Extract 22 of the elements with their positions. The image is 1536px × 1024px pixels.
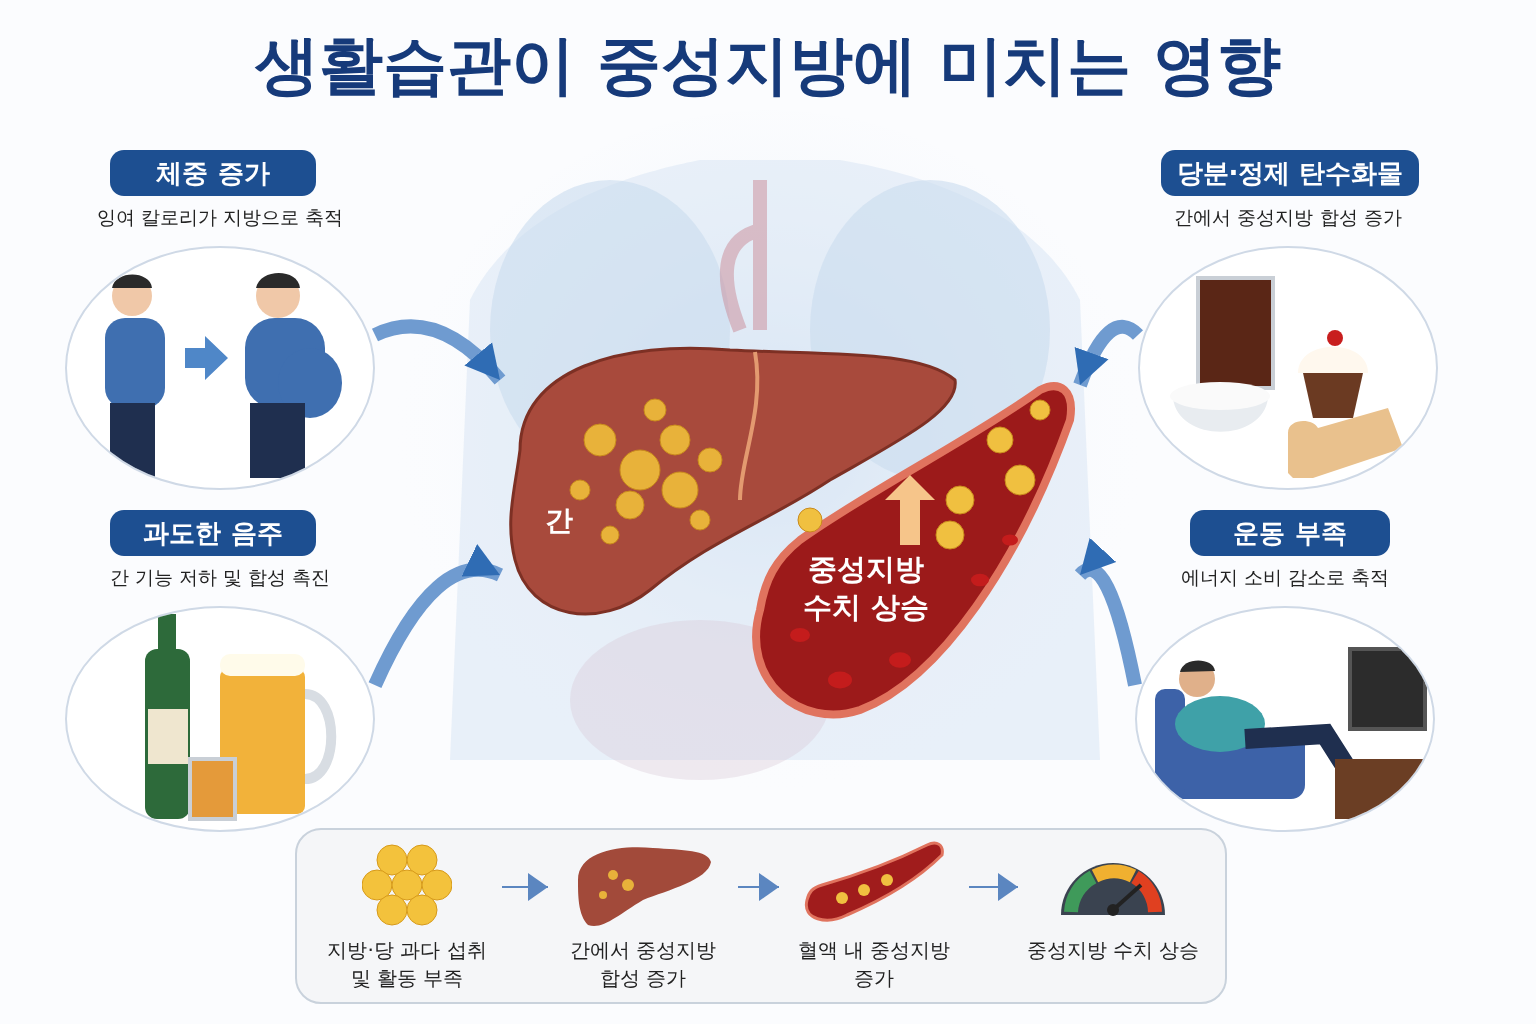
curved-arrow — [1075, 539, 1142, 687]
step-arrow — [968, 873, 1019, 901]
liver-label: 간 — [545, 503, 573, 539]
title: 생활습관이 중성지방에 미치는 영향 — [253, 27, 1283, 104]
process-panel — [295, 828, 1227, 1004]
step-arrow — [737, 873, 780, 901]
step-arrow — [501, 873, 549, 901]
caption-text: 간에서 중성지방 합성 증가 — [1173, 205, 1403, 230]
caption-text: 간 기능 저하 및 합성 촉진 — [108, 565, 332, 590]
curved-arrow — [1073, 319, 1143, 388]
step-caption: 중성지방 수치 상승 — [1025, 937, 1201, 964]
heading-pill: 체중 증가 — [110, 150, 316, 196]
vessel-label: 중성지방 수치 상승 — [801, 551, 931, 626]
heading-pill: 과도한 음주 — [110, 510, 316, 556]
step-caption: 지방·당 과다 섭취 및 활동 부족 — [326, 937, 488, 992]
curved-arrow — [368, 546, 503, 689]
step-caption: 간에서 중성지방 합성 증가 — [568, 937, 718, 992]
heading-pill: 당분·정제 탄수화물 — [1161, 150, 1419, 196]
heading-pill: 운동 부족 — [1190, 510, 1390, 556]
caption-text: 잉여 칼로리가 지방으로 축적 — [95, 205, 345, 230]
caption-text: 에너지 소비 감소로 축적 — [1179, 565, 1391, 590]
step-caption: 혈액 내 중성지방 증가 — [796, 937, 952, 992]
